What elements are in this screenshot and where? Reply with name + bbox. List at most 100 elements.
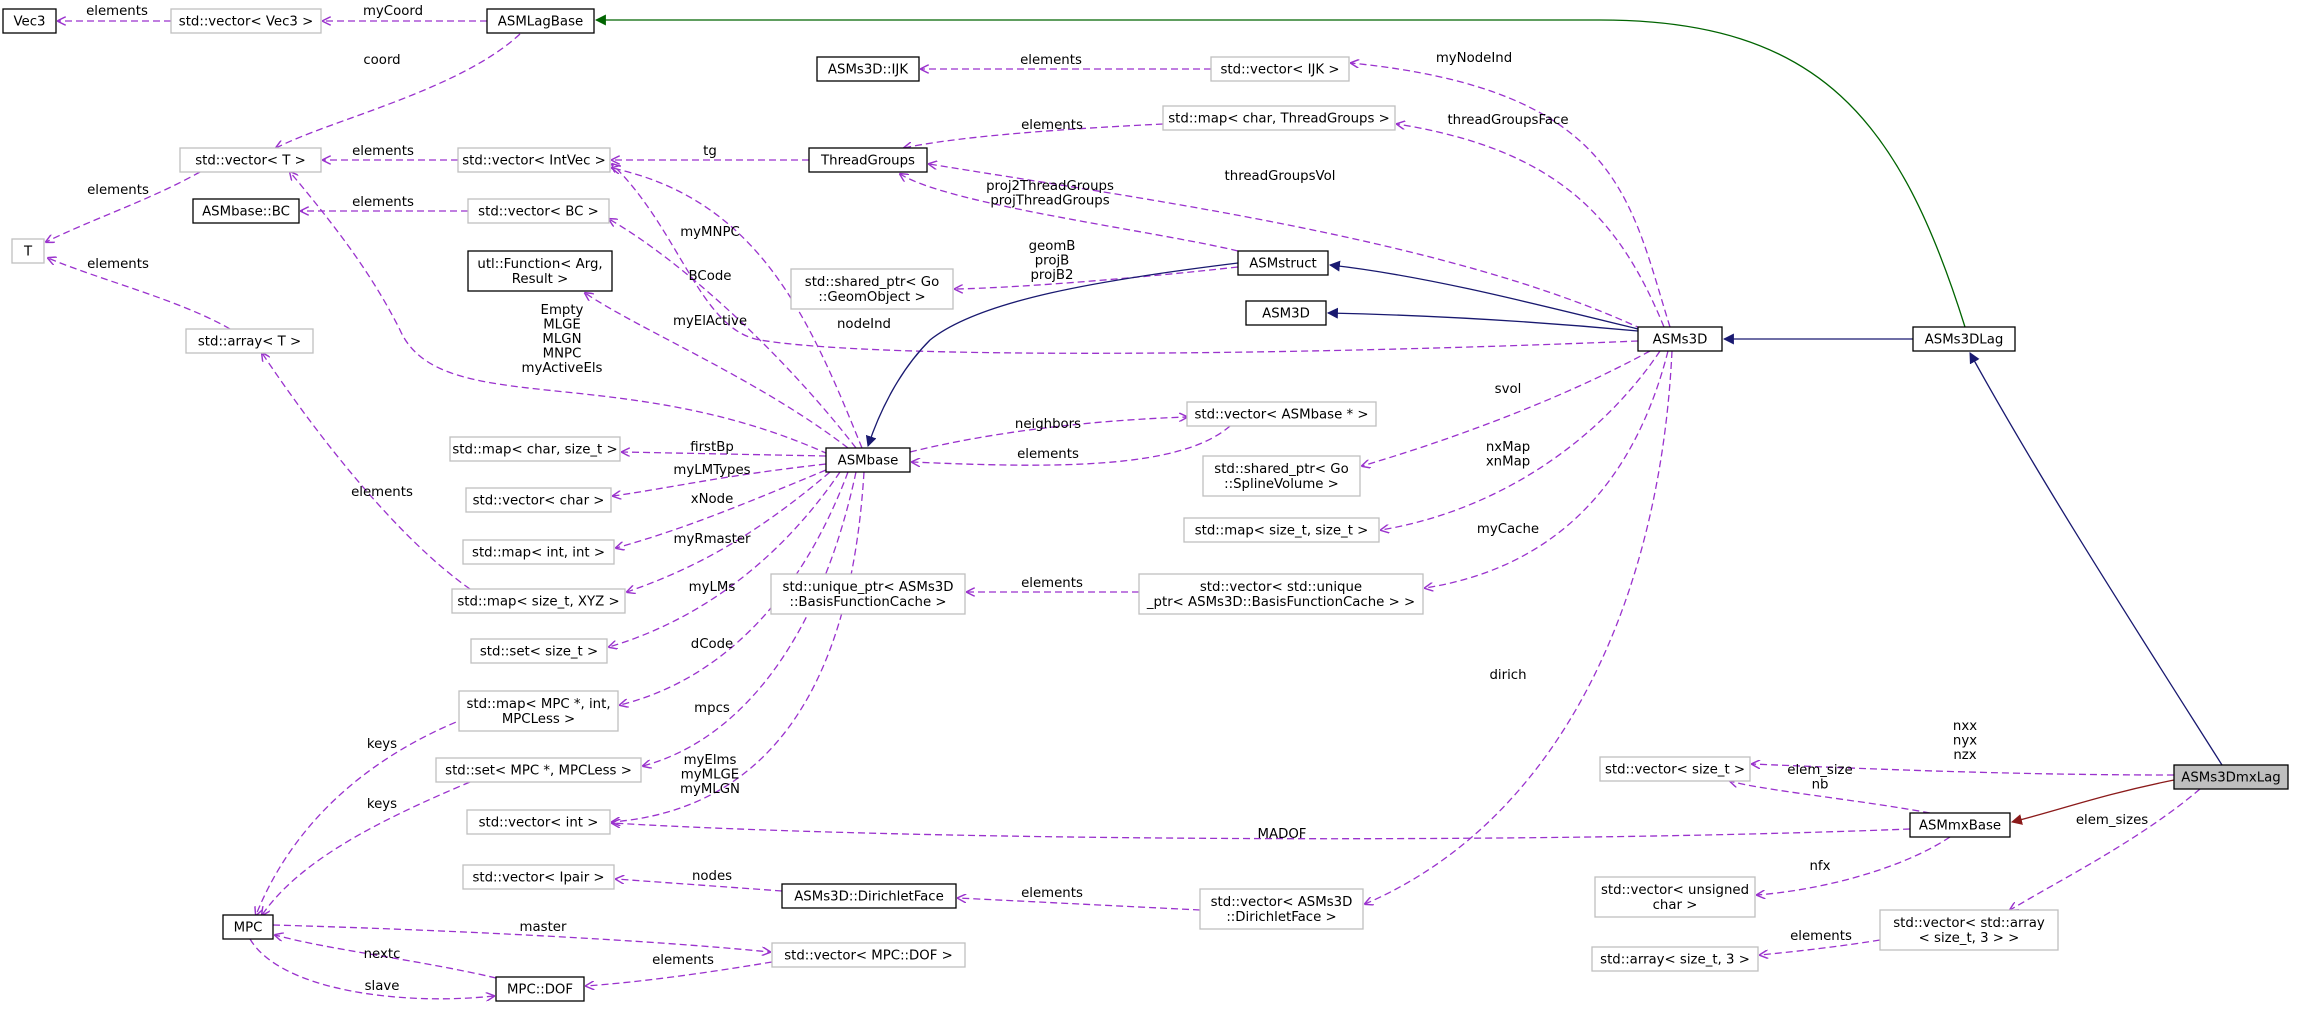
node-map-int-int[interactable]: std::map< int, int > <box>462 539 615 565</box>
node-label: std::unique_ptr< ASMs3D::BasisFunctionCa… <box>783 580 954 610</box>
node-vec-int[interactable]: std::vector< int > <box>466 809 611 835</box>
edge-base-mapMPC <box>620 471 849 705</box>
node-asms3d-ijk[interactable]: ASMs3D::IJK <box>816 56 920 82</box>
node-threadgroups[interactable]: ThreadGroups <box>808 147 928 173</box>
node-box <box>808 147 928 173</box>
node-vec-size[interactable]: std::vector< size_t > <box>1599 756 1751 782</box>
node-set-mpc[interactable]: std::set< MPC *, MPCLess > <box>435 757 642 783</box>
edge-label: elements <box>87 257 149 272</box>
node-label: std::vector< T > <box>195 154 306 169</box>
edge-label: elements <box>652 953 714 968</box>
node-set-size[interactable]: std::set< size_t > <box>470 638 608 664</box>
node-label: T <box>23 245 33 260</box>
node-label: std::map< char, ThreadGroups > <box>1168 112 1390 127</box>
node-vec-asmbase[interactable]: std::vector< ASMbase * > <box>1186 401 1377 427</box>
edge-s3dlag-lag <box>594 14 1966 328</box>
node-map-size-xyz[interactable]: std::map< size_t, XYZ > <box>451 588 626 614</box>
node-asmbase[interactable]: ASMbase <box>825 447 911 473</box>
node-map-size-size[interactable]: std::map< size_t, size_t > <box>1183 517 1380 543</box>
node-asms3dlag[interactable]: ASMs3DLag <box>1912 326 2016 352</box>
node-asms3d[interactable]: ASMs3D <box>1637 326 1723 352</box>
edge-label: slave <box>365 979 400 994</box>
edge-base-func <box>585 293 849 449</box>
node-asm3d[interactable]: ASM3D <box>1245 300 1327 326</box>
edge-label: myLMTypes <box>673 463 750 478</box>
node-utl-function[interactable]: utl::Function< Arg,Result > <box>467 250 613 292</box>
node-asmmxbase[interactable]: ASMmxBase <box>1909 812 2011 838</box>
node-t[interactable]: T <box>11 238 45 264</box>
edge-label: nodes <box>692 869 732 884</box>
edge-label: elements <box>352 144 414 159</box>
node-mpc[interactable]: MPC <box>222 914 274 940</box>
node-box <box>1138 573 1424 615</box>
node-vec-up-bfc[interactable]: std::vector< std::unique_ptr< ASMs3D::Ba… <box>1138 573 1424 615</box>
node-box <box>11 238 45 264</box>
node-box <box>435 757 642 783</box>
node-label: ASMs3D::IJK <box>828 63 908 78</box>
node-label: std::set< MPC *, MPCLess > <box>445 764 632 779</box>
edge-mxlag-s3dlag <box>1969 352 2223 766</box>
node-box <box>2173 764 2289 790</box>
node-sp-geomobject[interactable]: std::shared_ptr< Go::GeomObject > <box>790 268 954 310</box>
edge-DOF-MPC <box>275 935 497 979</box>
node-arr-t[interactable]: std::array< T > <box>185 328 314 354</box>
node-label: std::array< T > <box>198 335 301 350</box>
node-vec-char[interactable]: std::vector< char > <box>465 487 612 513</box>
node-asms3dmxlag[interactable]: ASMs3DmxLag <box>2173 764 2289 790</box>
node-asmlagbase[interactable]: ASMLagBase <box>486 8 595 34</box>
edge-label: nodeInd <box>837 317 891 332</box>
node-vec-intvec[interactable]: std::vector< IntVec > <box>457 147 611 173</box>
edge-label: elements <box>87 183 149 198</box>
node-vec3[interactable]: Vec3 <box>2 8 57 34</box>
edge-label: firstBp <box>690 440 734 455</box>
node-vec-ijk[interactable]: std::vector< IJK > <box>1210 56 1350 82</box>
node-asmbase-bc[interactable]: ASMbase::BC <box>192 198 300 224</box>
node-label: std::vector< BC > <box>478 205 599 220</box>
node-asms3d-dirichletface[interactable]: ASMs3D::DirichletFace <box>781 883 957 909</box>
edge-label: elements <box>1021 118 1083 133</box>
node-asmstruct[interactable]: ASMstruct <box>1237 250 1329 276</box>
edge-base-vecT <box>290 172 829 455</box>
node-box <box>185 328 314 354</box>
node-vec-vec3[interactable]: std::vector< Vec3 > <box>170 8 322 34</box>
node-map-char-size[interactable]: std::map< char, size_t > <box>449 436 621 462</box>
node-vec-arr-size3[interactable]: std::vector< std::array< size_t, 3 > > <box>1879 909 2059 951</box>
edge-label: dirich <box>1489 668 1526 683</box>
node-box <box>467 250 613 292</box>
node-vec-dirichletface[interactable]: std::vector< ASMs3D::DirichletFace > <box>1199 888 1364 930</box>
node-box <box>1199 888 1364 930</box>
node-map-mpc[interactable]: std::map< MPC *, int,MPCLess > <box>458 690 619 732</box>
node-mpc-dof[interactable]: MPC::DOF <box>495 976 585 1002</box>
node-map-char-tg[interactable]: std::map< char, ThreadGroups > <box>1162 105 1396 131</box>
node-sp-splinevolume[interactable]: std::shared_ptr< Go::SplineVolume > <box>1202 455 1361 497</box>
node-up-bfc[interactable]: std::unique_ptr< ASMs3D::BasisFunctionCa… <box>770 573 966 615</box>
node-vec-mpcdof[interactable]: std::vector< MPC::DOF > <box>771 942 966 968</box>
node-box <box>1912 326 2016 352</box>
node-box <box>462 864 615 890</box>
node-vec-t[interactable]: std::vector< T > <box>179 147 322 173</box>
node-box <box>495 976 585 1002</box>
node-label: Vec3 <box>13 15 45 30</box>
edge-MPC-DOF <box>249 938 494 999</box>
node-label: std::vector< MPC::DOF > <box>784 949 953 964</box>
node-arr-size3[interactable]: std::array< size_t, 3 > <box>1591 946 1759 972</box>
node-label: ASMs3DmxLag <box>2181 771 2280 786</box>
edge-vecMPCDOF-DOF <box>586 961 773 986</box>
edge-label: myElActive <box>673 314 747 329</box>
edge-base-vecBC <box>609 219 857 449</box>
node-label: ASM3D <box>1262 307 1310 322</box>
node-label: std::vector< int > <box>479 816 599 831</box>
node-box <box>1909 812 2011 838</box>
node-vec-ipair[interactable]: std::vector< Ipair > <box>462 864 615 890</box>
edge-mapSizeXYZ-arrT <box>262 353 471 590</box>
node-vec-bc[interactable]: std::vector< BC > <box>467 198 610 224</box>
node-box <box>466 809 611 835</box>
node-box <box>1591 946 1759 972</box>
edge-s3d-struct <box>1328 260 1639 330</box>
edge-mxlag-vecSize <box>1752 764 2175 776</box>
node-box <box>457 147 611 173</box>
